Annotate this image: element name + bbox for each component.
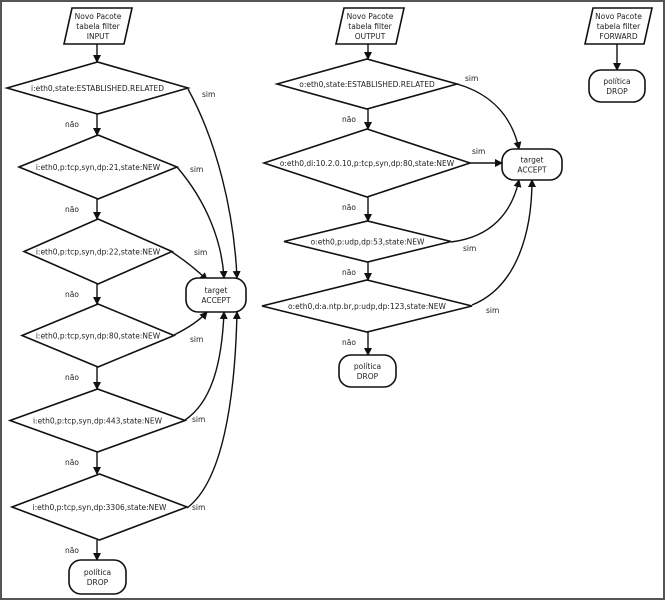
input-accept-node-text: target — [205, 286, 228, 295]
output-start-node-text: tabela filter — [348, 22, 392, 31]
output-accept-node-text: ACCEPT — [517, 166, 547, 175]
input-condition-2-text: i:eth0,p:tcp,syn,dp:21,state:NEW — [36, 163, 161, 172]
forward-drop-node-text: DROP — [606, 87, 628, 96]
output-accept-node-text: target — [521, 156, 544, 165]
output-condition-3-text: o:eth0,p:udp,dp:53,state:NEW — [311, 238, 425, 247]
yes-label: sim — [192, 503, 205, 512]
input-accept-node — [185, 277, 247, 313]
no-label: não — [342, 268, 356, 277]
input-yes-arrow-2 — [176, 166, 228, 279]
input-condition-5-text: i:eth0,p:tcp,syn,dp:443,state:NEW — [33, 417, 163, 426]
output-start-node-text: Novo Pacote — [347, 12, 394, 21]
no-label: não — [342, 203, 356, 212]
input-start-node-text: Novo Pacote — [75, 12, 122, 21]
input-condition-6 — [9, 473, 190, 541]
output-drop-node-text: política — [354, 362, 381, 371]
forward-start-node-text: Novo Pacote — [595, 12, 642, 21]
no-label: não — [342, 338, 356, 347]
input-condition-1-text: i:eth0,state:ESTABLISHED.RELATED — [31, 84, 164, 93]
forward-drop-node — [588, 69, 646, 103]
forward-start-node — [584, 7, 653, 45]
output-yes-arrow-3 — [450, 179, 522, 243]
yes-label: sim — [190, 335, 203, 344]
yes-label: sim — [190, 165, 203, 174]
input-drop-node — [68, 559, 127, 595]
forward-start-node-text: FORWARD — [599, 32, 637, 41]
input-yes-arrow-1 — [187, 88, 241, 279]
input-yes-arrow-6 — [186, 311, 241, 509]
input-condition-5 — [7, 388, 188, 453]
input-condition-6-text: i:eth0,p:tcp,syn,dp:3306,state:NEW — [33, 503, 167, 512]
yes-label: sim — [463, 244, 476, 253]
output-condition-1-text: o:eth0,state:ESTABLISHED.RELATED — [299, 80, 435, 89]
no-label: não — [65, 205, 79, 214]
output-condition-2-text: o:eth0,di:10.2.0.10,p:tcp,syn,dp:80,stat… — [280, 159, 455, 168]
no-label: não — [65, 458, 79, 467]
input-condition-4 — [19, 303, 177, 368]
input-start-node — [63, 7, 133, 45]
output-accept-node — [501, 148, 563, 181]
no-label: não — [65, 546, 79, 555]
no-label: não — [65, 120, 79, 129]
output-condition-1 — [274, 58, 460, 110]
input-yes-arrow-4 — [173, 311, 208, 336]
input-start-node-text: tabela filter — [76, 22, 120, 31]
output-yes-arrow-4 — [471, 179, 536, 306]
input-condition-3 — [22, 218, 174, 285]
output-condition-2 — [261, 128, 473, 198]
input-condition-2 — [16, 134, 180, 200]
yes-label: sim — [465, 74, 478, 83]
input-yes-arrow-5 — [184, 311, 228, 421]
input-condition-4-text: i:eth0,p:tcp,syn,dp:80,state:NEW — [36, 332, 161, 341]
input-start-node-text: INPUT — [87, 32, 110, 41]
yes-label: sim — [192, 415, 205, 424]
no-label: não — [65, 290, 79, 299]
output-yes-arrow-1 — [456, 83, 522, 150]
output-start-node — [335, 7, 405, 45]
input-accept-node-text: ACCEPT — [201, 296, 231, 305]
no-label: não — [342, 115, 356, 124]
output-drop-node-text: DROP — [357, 372, 379, 381]
input-condition-1 — [4, 61, 191, 115]
input-drop-node-text: política — [84, 568, 111, 577]
output-condition-4 — [261, 279, 473, 333]
output-condition-4-text: o:eth0,d:a.ntp.br,p:udp,dp:123,state:NEW — [288, 302, 446, 311]
yes-label: sim — [472, 147, 485, 156]
yes-label: sim — [202, 90, 215, 99]
no-label: não — [65, 373, 79, 382]
output-condition-3 — [283, 220, 452, 263]
output-drop-node — [338, 354, 397, 388]
output-start-node-text: OUTPUT — [355, 32, 386, 41]
input-drop-node-text: DROP — [87, 578, 109, 587]
input-condition-3-text: i:eth0,p:tcp,syn,dp:22,state:NEW — [36, 248, 161, 257]
yes-label: sim — [486, 306, 499, 315]
yes-label: sim — [194, 248, 207, 257]
forward-start-node-text: tabela filter — [597, 22, 641, 31]
forward-drop-node-text: política — [603, 77, 630, 86]
